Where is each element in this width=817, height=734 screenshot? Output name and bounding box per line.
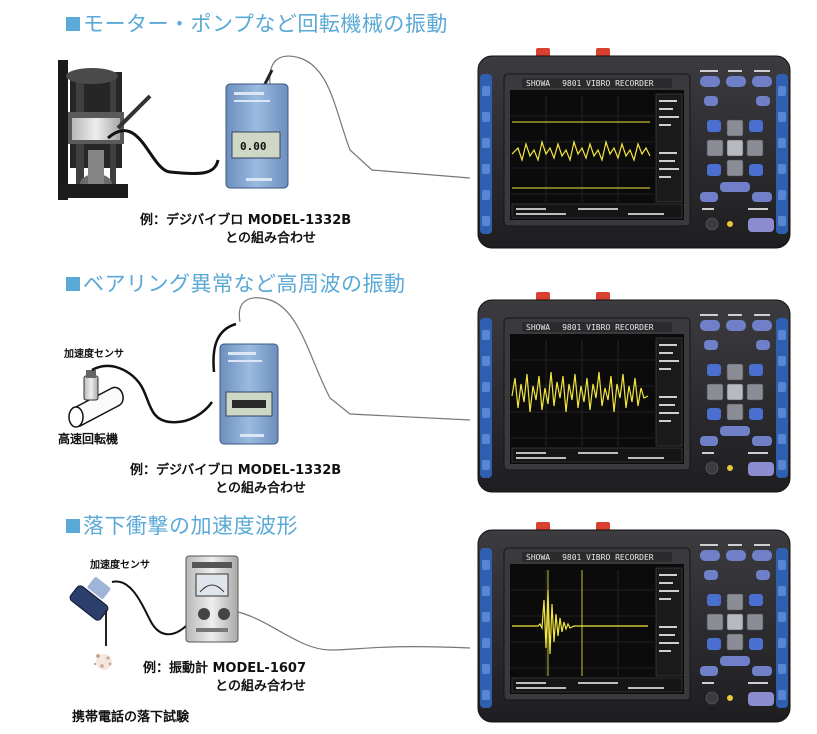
caption-line2: との組み合わせ: [215, 679, 306, 694]
recorder-model: 9801 VIBRO RECORDER: [562, 79, 654, 88]
vibration-meter-1332b: 0.00: [225, 55, 471, 189]
mobile-phone-drop: [69, 577, 112, 670]
vibro-recorder-1: SHOWA 9801 VIBRO RECORDER: [477, 47, 791, 249]
heading-square-icon: [66, 277, 80, 291]
section-heading-drop: 落下衝撃の加速度波形: [66, 510, 298, 540]
recorder-model: 9801 VIBRO RECORDER: [562, 553, 654, 562]
heading-square-icon: [66, 17, 80, 31]
test-label: 携帯電話の落下試験: [72, 710, 190, 725]
vibration-meter-1607: [185, 555, 471, 651]
high-speed-rotor: [68, 370, 124, 428]
vibro-recorder-2: SHOWA 9801 VIBRO RECORDER: [477, 291, 791, 493]
caption-line2: との組み合わせ: [225, 231, 316, 246]
caption-section1: 例：デジバイブロ MODEL-1332B との組み合わせ: [140, 212, 352, 248]
meter-lcd-value: 0.00: [240, 140, 267, 153]
vibration-meter-1332b-2: [212, 297, 471, 445]
heading-text: ベアリング異常など高周波の振動: [83, 272, 406, 296]
recorder-brand: SHOWA: [526, 79, 550, 88]
heading-text: 落下衝撃の加速度波形: [83, 514, 298, 538]
recorder-model: 9801 VIBRO RECORDER: [562, 323, 654, 332]
recorder-brand: SHOWA: [526, 553, 550, 562]
caption-section3: 例：振動計 MODEL-1607 との組み合わせ: [140, 660, 306, 696]
heading-text: モーター・ポンプなど回転機械の振動: [83, 12, 448, 36]
heading-square-icon: [66, 519, 80, 533]
sensor-label-drop: 加速度センサ: [90, 560, 150, 571]
section-heading-rotating: モーター・ポンプなど回転機械の振動: [66, 8, 448, 38]
motor-shaft-photo: [58, 60, 128, 200]
sensor-label-bearing: 加速度センサ: [64, 349, 124, 360]
caption-section2: 例：デジバイブロ MODEL-1332B との組み合わせ: [130, 462, 342, 498]
caption-line1: 例：デジバイブロ MODEL-1332B: [130, 463, 342, 478]
recorder-brand: SHOWA: [526, 323, 550, 332]
section-heading-bearing: ベアリング異常など高周波の振動: [66, 268, 406, 298]
machine-label: 高速回転機: [58, 432, 119, 446]
caption-line2: との組み合わせ: [215, 481, 306, 496]
caption-line1: 例：デジバイブロ MODEL-1332B: [140, 213, 352, 228]
vibro-recorder-3: SHOWA 9801 VIBRO RECORDER: [477, 521, 791, 723]
caption-line1: 例：振動計 MODEL-1607: [142, 661, 306, 676]
